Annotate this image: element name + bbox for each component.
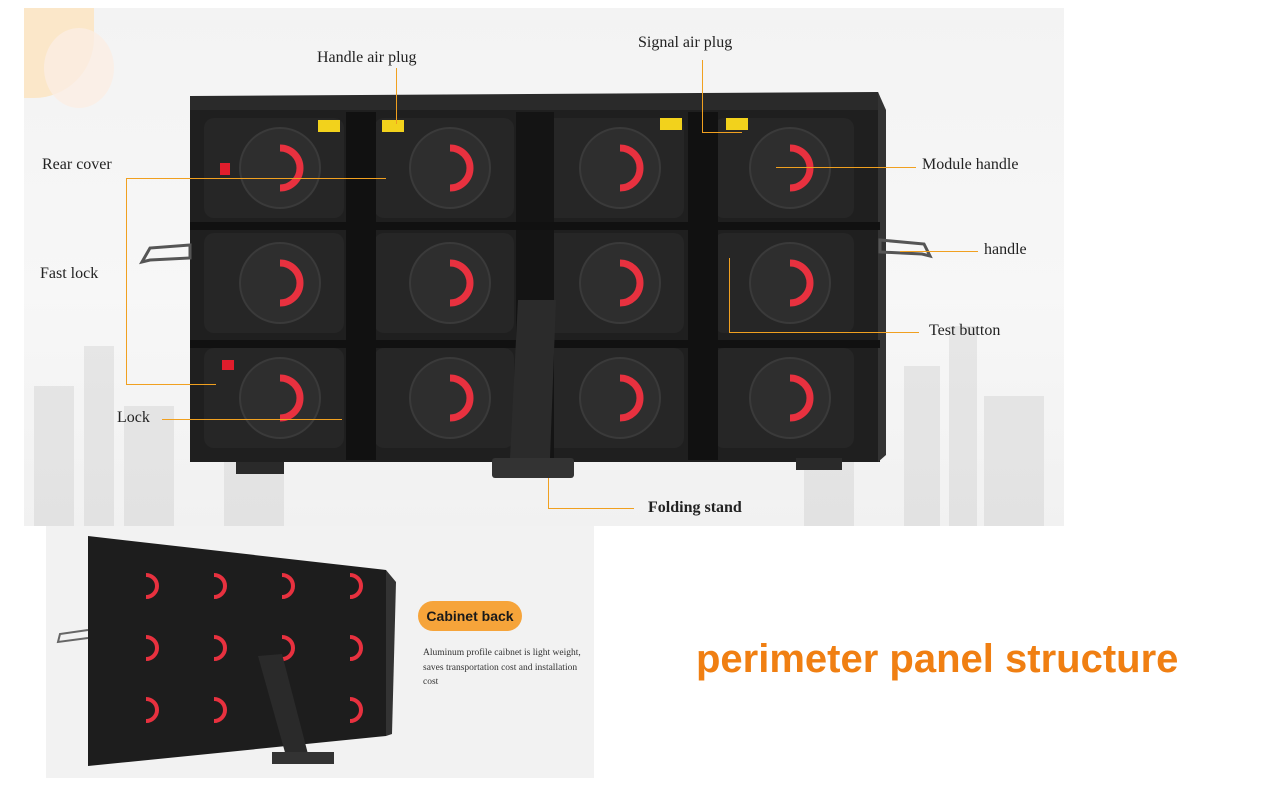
module-ring (580, 243, 660, 323)
module-ring (750, 358, 830, 438)
page-headline: perimeter panel structure (696, 637, 1178, 682)
label-folding-stand: Folding stand (648, 499, 742, 517)
label-test-button: Test button (929, 322, 1000, 340)
module-ring (580, 128, 660, 208)
label-signal-air-plug: Signal air plug (638, 34, 732, 52)
handle-air-plug-icon (382, 120, 404, 132)
folding-stand-base (492, 458, 574, 478)
module-ring (240, 358, 320, 438)
leader-line (396, 68, 397, 124)
leader-line (162, 419, 342, 420)
leader-line (900, 251, 978, 252)
signal-air-plug-icon (660, 118, 682, 130)
label-handle: handle (984, 241, 1027, 259)
label-lock: Lock (117, 409, 150, 427)
leader-line (702, 60, 703, 132)
leader-line (126, 178, 127, 384)
fast-lock-icon (220, 163, 230, 175)
label-module-handle: Module handle (922, 156, 1018, 174)
leader-line (729, 258, 730, 332)
module-ring (410, 243, 490, 323)
vertical-bar (346, 112, 376, 460)
module-ring (580, 358, 660, 438)
cabinet-foot (236, 462, 284, 474)
cabinet-back-badge: Cabinet back (418, 601, 522, 631)
handle-air-plug-icon (318, 120, 340, 132)
lock-icon (222, 360, 234, 370)
module-ring (410, 128, 490, 208)
module-ring (240, 243, 320, 323)
leader-line (776, 167, 916, 168)
cabinet-foot (796, 458, 842, 470)
leader-line (126, 178, 386, 179)
label-fast-lock: Fast lock (40, 265, 98, 283)
label-handle-air-plug: Handle air plug (317, 49, 417, 67)
module-ring (240, 128, 320, 208)
vertical-bar (688, 112, 718, 460)
label-rear-cover: Rear cover (42, 156, 112, 174)
cabinet-top-rail (190, 92, 885, 112)
leader-line (126, 384, 216, 385)
cabinet-back-description: Aluminum profile caibnet is light weight… (423, 646, 583, 690)
module-ring (750, 243, 830, 323)
leader-line (729, 332, 919, 333)
module-ring (750, 128, 830, 208)
right-handle (880, 240, 930, 256)
leader-line (702, 132, 742, 133)
leader-line (548, 508, 634, 509)
folding-stand-leg (510, 300, 556, 458)
left-handle (142, 245, 190, 262)
module-ring (410, 358, 490, 438)
signal-air-plug-icon (726, 118, 748, 130)
leader-line (548, 478, 549, 508)
